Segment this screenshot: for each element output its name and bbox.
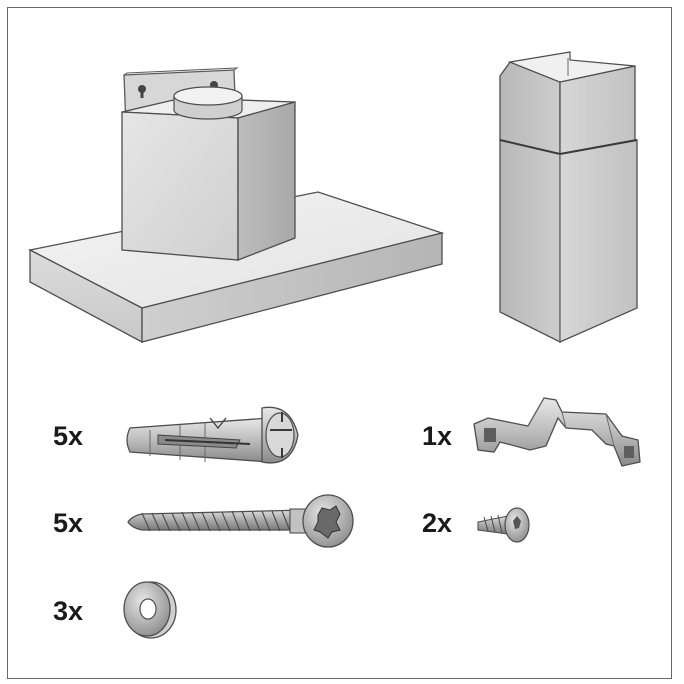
short-screw-icon xyxy=(477,507,530,543)
quantity-label-anchor: 5x xyxy=(53,421,84,451)
cooker-hood-illustration xyxy=(28,67,445,344)
mounting-bracket-icon xyxy=(473,397,641,467)
chimney-sections-illustration xyxy=(499,51,638,344)
keyhole-slot-left xyxy=(138,85,146,98)
quantity-label-long-screw: 5x xyxy=(53,508,84,538)
quantity-label-bracket: 1x xyxy=(422,421,453,451)
wall-anchor-icon xyxy=(126,406,299,464)
quantity-label-washer: 3x xyxy=(53,596,84,626)
quantity-label-short-screw: 2x xyxy=(422,508,453,538)
washer-icon xyxy=(123,581,177,639)
long-screw-icon xyxy=(127,494,354,548)
